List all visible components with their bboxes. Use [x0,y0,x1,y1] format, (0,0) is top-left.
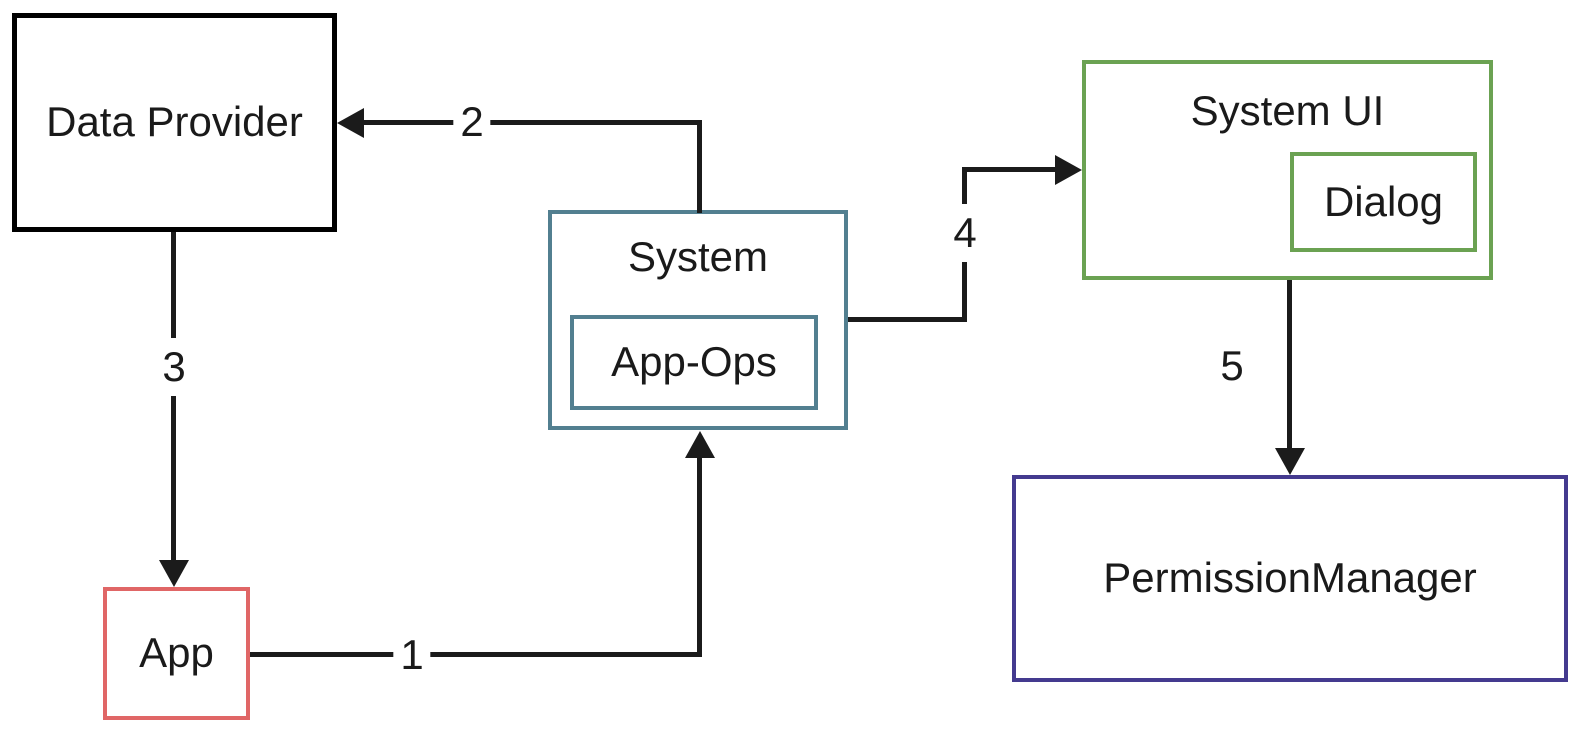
node-permission-manager-label: PermissionManager [1103,554,1477,602]
edge-4-segment-horizontal-lower [848,317,965,322]
node-app-ops: App-Ops [570,315,818,410]
edge-3-arrowhead-down [159,560,189,587]
edge-5-label: 5 [1220,342,1244,389]
node-app: App [103,587,250,720]
edge-1-segment-horizontal [250,652,702,657]
edge-2-arrowhead-left [337,108,364,138]
node-app-ops-label: App-Ops [611,338,777,386]
node-app-label: App [139,629,214,677]
edge-1-segment-vertical [697,456,702,657]
edge-4-label: 4 [951,204,979,262]
node-permission-manager: PermissionManager [1012,475,1568,682]
node-system-ui: System UI Dialog [1082,60,1493,280]
edge-3-segment-vertical [171,232,176,562]
node-system: System App-Ops [548,210,848,430]
edge-5-segment-vertical [1287,280,1292,451]
edge-2-segment-vertical [697,121,702,213]
edge-4-arrowhead-right [1055,155,1082,185]
node-system-label: System [627,233,769,280]
edge-2-label: 2 [453,101,491,143]
node-dialog: Dialog [1290,152,1477,252]
edge-5-arrowhead-down [1275,448,1305,475]
edge-1-arrowhead-up [685,431,715,458]
node-system-ui-label: System UI [1190,87,1385,134]
edge-3-label: 3 [160,338,188,396]
edge-4-segment-horizontal-upper [962,167,1058,172]
node-data-provider: Data Provider [12,13,337,232]
edge-2-segment-horizontal [358,120,702,125]
node-data-provider-label: Data Provider [46,98,303,146]
node-dialog-label: Dialog [1323,177,1444,225]
edge-1-label: 1 [393,634,431,676]
